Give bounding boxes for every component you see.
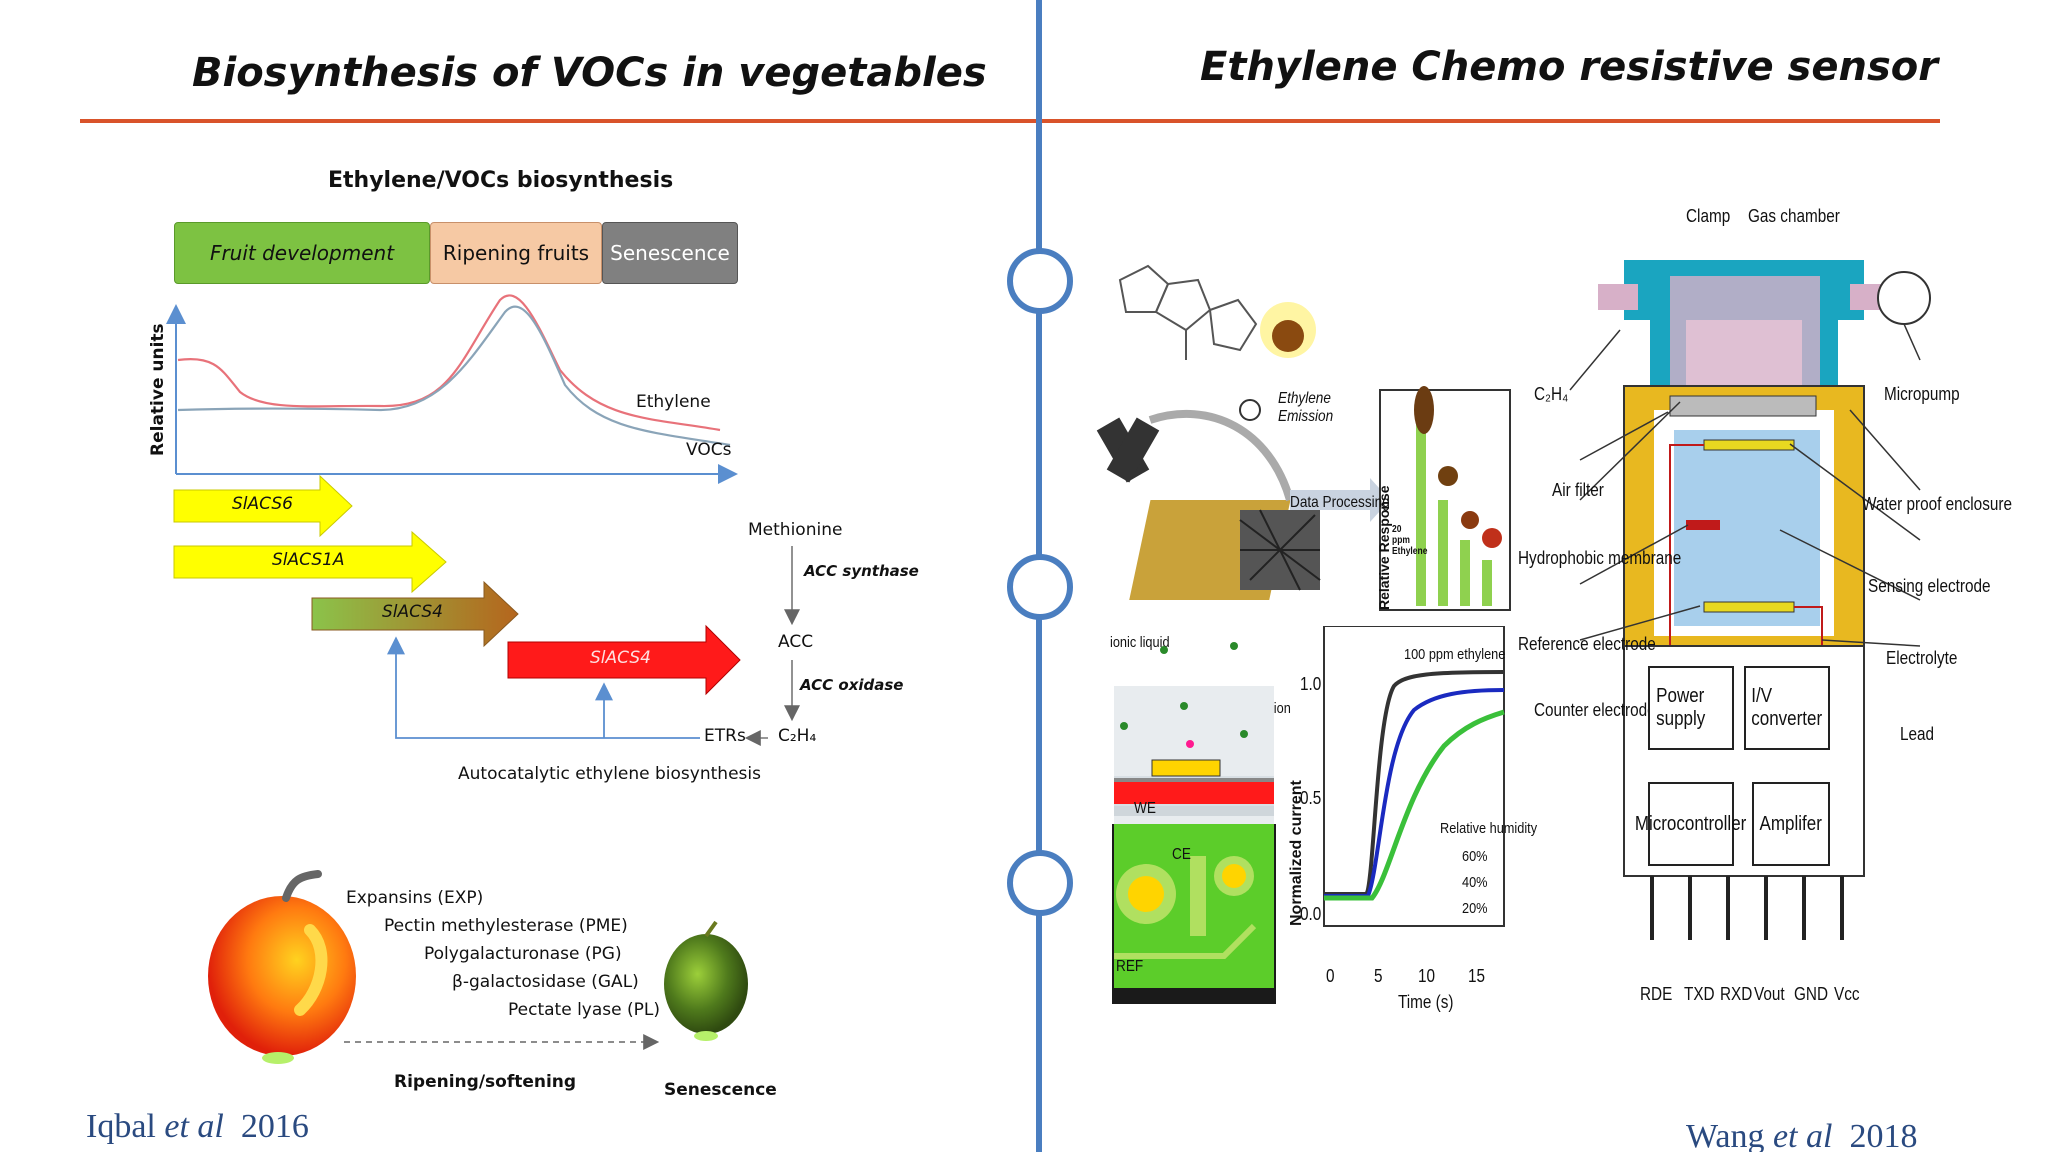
panel-b-graphics — [1112, 626, 1505, 1004]
micropump-label: Micropump — [1884, 384, 1960, 404]
legend-title: Relative humidity — [1440, 820, 1538, 837]
autocatalytic-label: Autocatalytic ethylene biosynthesis — [458, 764, 761, 784]
gene-label: SlACS4 — [590, 648, 651, 668]
electrolyte-label: Electrolyte — [1886, 648, 1958, 668]
timeline-node — [1007, 248, 1073, 314]
waterproof-label: Water proof enclosure — [1862, 494, 2012, 514]
senescence-label: Senescence — [664, 1080, 777, 1100]
iv-converter-box: I/V converter — [1744, 666, 1830, 750]
phase-fruit-development: Fruit development — [174, 222, 430, 284]
left-diagram-graphics — [166, 294, 800, 1064]
right-citation: Wang et al 2018 — [1686, 1118, 1918, 1152]
timeline-node — [1007, 554, 1073, 620]
pin-label: TXD — [1684, 984, 1715, 1004]
microcontroller-box: Microcontroller — [1635, 782, 1747, 866]
pin-label: Vcc — [1834, 984, 1860, 1004]
c2h4-sensor-label: C₂H₄ — [1534, 384, 1569, 404]
c2h4-label: C₂H₄ — [778, 726, 817, 746]
x-tick: 10 — [1418, 966, 1436, 986]
y-tick: 1.0 — [1300, 674, 1322, 694]
acc-synthase-label: ACC synthase — [804, 562, 919, 580]
power-supply-box: Power supply — [1648, 666, 1734, 750]
enzyme-label: Expansins (EXP) — [346, 888, 484, 908]
x-tick: 5 — [1374, 966, 1383, 986]
pulse-label: 100 ppm ethylene — [1404, 646, 1506, 663]
hydrophobic-label: Hydrophobic membrane — [1518, 548, 1682, 568]
acc-label: ACC — [778, 632, 814, 652]
legend-item: 20% — [1462, 900, 1488, 917]
response-axis-label: Relative Response — [1376, 485, 1392, 611]
sensing-label: Sensing electrode — [1868, 576, 1991, 596]
vocs-label: VOCs — [686, 440, 732, 460]
pin-label: RDE — [1640, 984, 1673, 1004]
ethylene-label: Ethylene — [636, 392, 711, 412]
air-filter-label: Air filter — [1552, 480, 1604, 500]
legend-item: 60% — [1462, 848, 1488, 865]
enzyme-label: Polygalacturonase (PG) — [424, 944, 622, 964]
acc-oxidase-label: ACC oxidase — [800, 676, 904, 694]
x-tick: 15 — [1468, 966, 1486, 986]
left-title: Biosynthesis of VOCs in vegetables — [192, 50, 987, 96]
etrs-label: ETRs — [704, 726, 746, 746]
pin-label: RXD — [1720, 984, 1753, 1004]
pin-label: Vout — [1754, 984, 1785, 1004]
lead-label: Lead — [1900, 724, 1935, 744]
gene-label: SlACS1A — [272, 550, 345, 570]
phase-ripening: Ripening fruits — [430, 222, 602, 284]
gene-label: SlACS6 — [232, 494, 293, 514]
x-tick: 0 — [1326, 966, 1335, 986]
ce-label: CE — [1172, 846, 1191, 863]
panel-a-graphics — [1096, 264, 1511, 611]
y-tick: 0.5 — [1300, 788, 1322, 808]
gas-chamber-label: Gas chamber — [1748, 206, 1840, 226]
right-title: Ethylene Chemo resistive sensor — [1200, 44, 1938, 90]
ref-label: REF — [1116, 958, 1144, 975]
timeline-node — [1007, 850, 1073, 916]
title-rule — [80, 119, 1940, 123]
pin-label: GND — [1794, 984, 1828, 1004]
left-citation: Iqbal et al 2016 — [86, 1108, 309, 1145]
phase-senescence: Senescence — [602, 222, 738, 284]
y-tick: 0.0 — [1300, 904, 1322, 924]
legend-item: 40% — [1462, 874, 1488, 891]
time-axis-label: Time (s) — [1398, 992, 1454, 1012]
ppm-label: 20 ppm Ethylene — [1392, 524, 1428, 557]
counter-label: Counter electrode — [1534, 700, 1656, 720]
amplifier-box: Amplifer — [1752, 782, 1830, 866]
data-processing-label: Data Processing — [1290, 494, 1390, 511]
enzyme-label: β-galactosidase (GAL) — [452, 972, 639, 992]
emission-label: Ethylene Emission — [1278, 390, 1334, 425]
reference-label: Reference electrode — [1518, 634, 1656, 654]
enzyme-label: Pectin methylesterase (PME) — [384, 916, 628, 936]
clamp-label: Clamp — [1686, 206, 1731, 226]
ionic-liquid-label: ionic liquid — [1110, 634, 1170, 651]
diagram-title: Ethylene/VOCs biosynthesis — [328, 168, 674, 193]
we-label: WE — [1134, 800, 1156, 817]
gene-label: SlACS4 — [382, 602, 443, 622]
enzyme-label: Pectate lyase (PL) — [508, 1000, 660, 1020]
methionine-label: Methionine — [748, 520, 843, 540]
ripening-softening-label: Ripening/softening — [394, 1072, 577, 1092]
